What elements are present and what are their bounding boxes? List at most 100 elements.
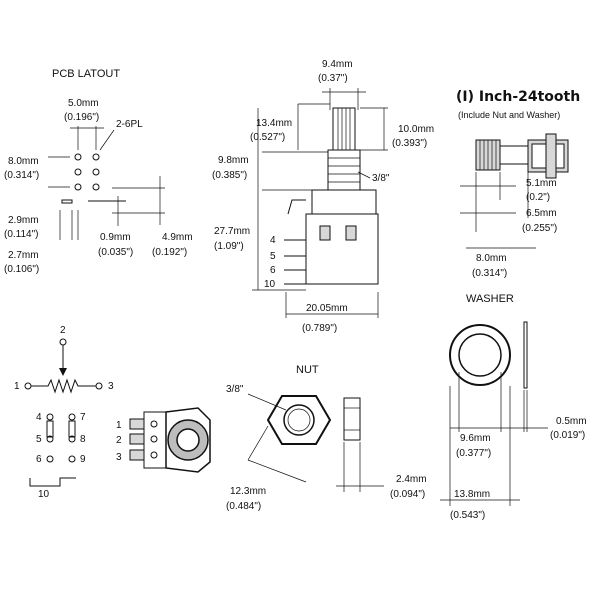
shaft-dim-65mm: 6.5mm bbox=[526, 208, 557, 219]
nut-thread-label: 3/8" bbox=[226, 384, 244, 395]
switch-body bbox=[305, 213, 379, 285]
threaded-bushing bbox=[327, 149, 361, 191]
switch-pin-6: 6 bbox=[36, 454, 42, 465]
schematic-pin-3: 3 bbox=[108, 381, 114, 392]
schematic-pin-1: 1 bbox=[14, 381, 20, 392]
bottom-terminal-hole bbox=[150, 420, 158, 428]
pcb-slot bbox=[61, 199, 73, 204]
side-dim-277mm: 27.7mm bbox=[214, 226, 250, 237]
washer-dim-05mm-inch: (0.019") bbox=[550, 430, 585, 441]
body-tab bbox=[345, 225, 357, 241]
schematic-terminal bbox=[95, 382, 103, 390]
shaft-dim-65mm-inch: (0.255") bbox=[522, 223, 557, 234]
shaft-detail-section: (I) Inch-24tooth (Include Nut and Washer… bbox=[456, 89, 580, 279]
bottom-pin-3: 3 bbox=[116, 452, 122, 463]
shaft-dim-8mm-inch: (0.314") bbox=[472, 268, 507, 279]
switch-pin-9: 9 bbox=[80, 454, 86, 465]
nut-thread-leader bbox=[247, 393, 287, 411]
nut-dim-24mm: 2.4mm bbox=[396, 474, 427, 485]
washer-side-view bbox=[523, 321, 528, 389]
pcb-dim-49mm: 4.9mm bbox=[162, 232, 193, 243]
side-dim-134mm: 13.4mm bbox=[256, 118, 292, 129]
switch-pin-10: 10 bbox=[38, 489, 50, 500]
bottom-lug bbox=[129, 418, 145, 430]
nut-ext-line bbox=[247, 425, 269, 461]
pcb-dim-8mm-inch: (0.314") bbox=[4, 170, 39, 181]
washer-dim-138mm: 13.8mm bbox=[454, 489, 490, 500]
switch-contact bbox=[68, 455, 76, 463]
schematic-terminal bbox=[59, 338, 67, 346]
switch-contact bbox=[68, 413, 76, 421]
pcb-dim-5mm-inch: (0.196") bbox=[64, 112, 99, 123]
pcb-dim-09mm: 0.9mm bbox=[100, 232, 131, 243]
solder-lug bbox=[287, 199, 306, 215]
side-dim-2005mm: 20.05mm bbox=[306, 303, 348, 314]
pcb-dim-27mm-inch: (0.106") bbox=[4, 264, 39, 275]
side-thread-label: 3/8" bbox=[372, 173, 390, 184]
ground-tab bbox=[29, 477, 76, 487]
side-dim-10mm: 10.0mm bbox=[398, 124, 434, 135]
side-dim-94mm: 9.4mm bbox=[322, 59, 353, 70]
wiper-arrow bbox=[59, 368, 67, 376]
side-dim-134mm-inch: (0.527") bbox=[250, 132, 285, 143]
body-tab bbox=[319, 225, 331, 241]
switch-bar bbox=[46, 420, 54, 438]
side-dim-10mm-inch: (0.393") bbox=[392, 138, 427, 149]
nut-dim-123mm: 12.3mm bbox=[230, 486, 266, 497]
side-dim-94mm-inch: (0.37") bbox=[318, 73, 348, 84]
pcb-dim-5mm: 5.0mm bbox=[68, 98, 99, 109]
shaft-collar bbox=[499, 145, 529, 165]
bottom-pin-1: 1 bbox=[116, 420, 122, 431]
pcb-dim-09mm-inch: (0.035") bbox=[98, 247, 133, 258]
switch-contact bbox=[46, 413, 54, 421]
pcb-hole bbox=[92, 183, 100, 191]
pcb-leader bbox=[99, 129, 115, 151]
side-dim-98mm-inch: (0.385") bbox=[212, 170, 247, 181]
shaft-dim-51mm-inch: (0.2") bbox=[526, 192, 550, 203]
pin-4-label: 4 bbox=[270, 235, 276, 246]
switch-contact bbox=[46, 455, 54, 463]
pcb-dim-27mm: 2.7mm bbox=[8, 250, 39, 261]
pcb-hole bbox=[74, 183, 82, 191]
switch-pin-5: 5 bbox=[36, 434, 42, 445]
resistor-zigzag bbox=[31, 378, 96, 394]
nut-dim-24mm-inch: (0.094") bbox=[390, 489, 425, 500]
bottom-terminal-hole bbox=[150, 435, 158, 443]
shaft-dim-8mm: 8.0mm bbox=[476, 253, 507, 264]
pcb-dim-8mm: 8.0mm bbox=[8, 156, 39, 167]
nut-bore bbox=[283, 404, 315, 436]
bottom-pin-2: 2 bbox=[116, 435, 122, 446]
nut-thread bbox=[287, 408, 311, 432]
pcb-hole bbox=[74, 168, 82, 176]
side-thread-leader bbox=[357, 171, 371, 179]
schematic-section: 2 1 3 4 7 5 8 6 9 10 1 2 3 bbox=[14, 325, 211, 500]
side-dim-98mm: 9.8mm bbox=[218, 155, 249, 166]
washer-section: WASHER 9.6mm (0.377") 0.5mm (0.019") 13.… bbox=[440, 293, 587, 521]
pin-5-label: 5 bbox=[270, 251, 276, 262]
bottom-terminal-hole bbox=[150, 451, 158, 459]
pcb-hole bbox=[92, 153, 100, 161]
shaft-title: (I) Inch-24tooth bbox=[456, 89, 580, 105]
bottom-dial-center bbox=[176, 428, 200, 452]
switch-pin-8: 8 bbox=[80, 434, 86, 445]
switch-bar bbox=[68, 420, 76, 438]
schematic-terminal bbox=[24, 382, 32, 390]
pcb-dim-29mm-inch: (0.114") bbox=[4, 229, 39, 240]
switch-contact bbox=[68, 435, 76, 443]
pcb-title: PCB LATOUT bbox=[52, 68, 120, 80]
switch-body-top bbox=[311, 189, 377, 215]
switch-contact bbox=[46, 435, 54, 443]
washer-dim-96mm: 9.6mm bbox=[460, 433, 491, 444]
nut-side-view bbox=[343, 397, 361, 441]
pcb-hole bbox=[74, 153, 82, 161]
pcb-hole bbox=[92, 168, 100, 176]
bottom-lug bbox=[129, 433, 145, 445]
schematic-pin-2: 2 bbox=[60, 325, 66, 336]
nut-dim-123mm-inch: (0.484") bbox=[226, 501, 261, 512]
shaft-nut-edge bbox=[545, 133, 557, 179]
bottom-lug bbox=[129, 449, 145, 461]
side-dim-277mm-inch: (1.09") bbox=[214, 241, 244, 252]
side-view-section: 9.4mm (0.37") 4 5 6 10 13.4mm (0.527") bbox=[212, 59, 434, 334]
